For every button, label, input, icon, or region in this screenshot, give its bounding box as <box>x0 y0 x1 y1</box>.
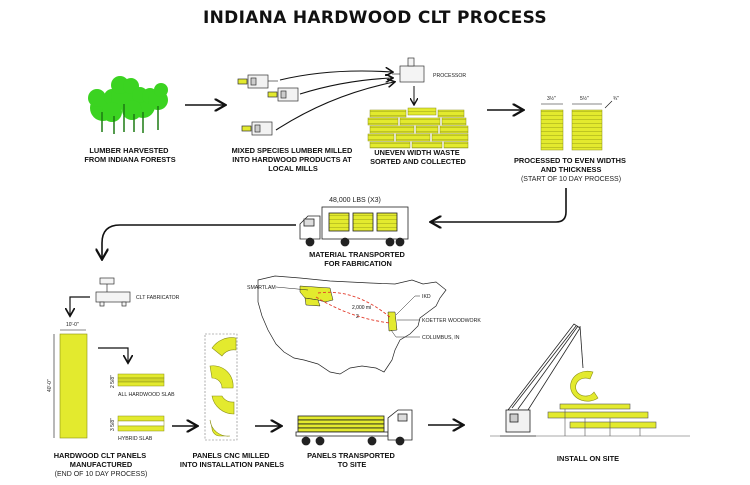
smartlam-label: SMARTLAM <box>247 285 276 291</box>
panels-transport-caption: PANELS TRANSPORTED TO SITE <box>307 451 397 469</box>
idaho-highlight <box>304 297 321 307</box>
ikd-label: IKD <box>422 294 431 300</box>
clt-fabricator-icon <box>95 277 131 307</box>
us-map-outline <box>257 275 447 375</box>
clt-panel-large <box>59 333 88 439</box>
forest-trees-icon <box>88 76 168 122</box>
panel-delivery-truck-icon <box>295 409 413 446</box>
width-b-dim: 5½" <box>580 95 589 102</box>
slab-a-thickness-dim: 2 5/8" <box>110 375 116 388</box>
cnc-caption: PANELS CNC MILLED INTO INSTALLATION PANE… <box>180 451 284 469</box>
waste-caption: UNEVEN WIDTH WASTE SORTED AND COLLECTED <box>370 148 466 166</box>
hybrid-slab-label: HYBRID SLAB <box>118 436 153 442</box>
page-title: INDIANA HARDWOOD CLT PROCESS <box>203 8 547 28</box>
crane-icon <box>500 323 584 437</box>
panels-caption: HARDWOOD CLT PANELS MANUFACTURED <box>54 451 149 469</box>
koetter-label: KOETTER WOODWORK <box>422 318 481 324</box>
processor-label: PROCESSOR <box>433 73 466 79</box>
arrow-transport-to-fabricator <box>102 224 296 258</box>
harvest-caption: LUMBER HARVESTED FROM INDIANA FORESTS <box>84 146 175 164</box>
shipping-routes <box>315 291 392 324</box>
fabricator-label: CLT FABRICATOR <box>136 295 180 301</box>
montana-highlight <box>299 285 334 303</box>
mill-machines-icon <box>237 74 299 136</box>
waste-lumber-pile <box>367 107 469 149</box>
columbus-label: COLUMBUS, IN <box>422 335 460 341</box>
route-marker: 2 <box>356 314 359 320</box>
processed-note: (START OF 10 DAY PROCESS) <box>521 176 621 183</box>
truck-load-label: 48,000 LBS (X3) <box>329 197 381 204</box>
all-hardwood-slab <box>117 373 165 387</box>
transport-caption: MATERIAL TRANSPORTED FOR FABRICATION <box>309 250 407 268</box>
width-a-dim: 3½" <box>547 95 556 102</box>
cnc-milled-pieces <box>209 337 237 437</box>
cnc-panel-outline <box>204 333 238 441</box>
processed-dimension-lines <box>541 100 613 109</box>
building-under-construction <box>490 403 690 437</box>
panel-length-dim: 40'-0" <box>47 379 53 392</box>
processed-lumber-stacks <box>540 109 603 151</box>
thickness-dim: ¾" <box>613 96 619 102</box>
mill-caption: MIXED SPECIES LUMBER MILLED INTO HARDWOO… <box>232 146 355 173</box>
arrow-processed-to-transport <box>432 188 567 222</box>
transport-truck-icon <box>299 206 409 247</box>
processed-caption: PROCESSED TO EVEN WIDTHS AND THICKNESS <box>514 156 628 174</box>
processor-machine-icon <box>392 57 425 83</box>
hybrid-slab <box>117 415 165 432</box>
arrow-panel-to-slabs <box>98 347 128 362</box>
route-distance-label: 2,000 mi <box>352 305 371 311</box>
tree-trunks <box>101 104 159 134</box>
suspended-clt-panel <box>570 370 599 402</box>
all-hardwood-slab-label: ALL HARDWOOD SLAB <box>118 392 175 398</box>
indiana-highlight <box>387 311 398 332</box>
panels-note: (END OF 10 DAY PROCESS) <box>55 471 148 478</box>
panel-width-dim: 10'-0" <box>66 322 79 328</box>
arrow-fabricator-to-panel <box>70 296 90 315</box>
slab-b-thickness-dim: 3 5/8" <box>110 418 116 431</box>
mill-to-processor-arrows <box>275 71 394 131</box>
install-caption: INSTALL ON SITE <box>557 454 619 463</box>
map-leader-lines <box>275 286 420 338</box>
